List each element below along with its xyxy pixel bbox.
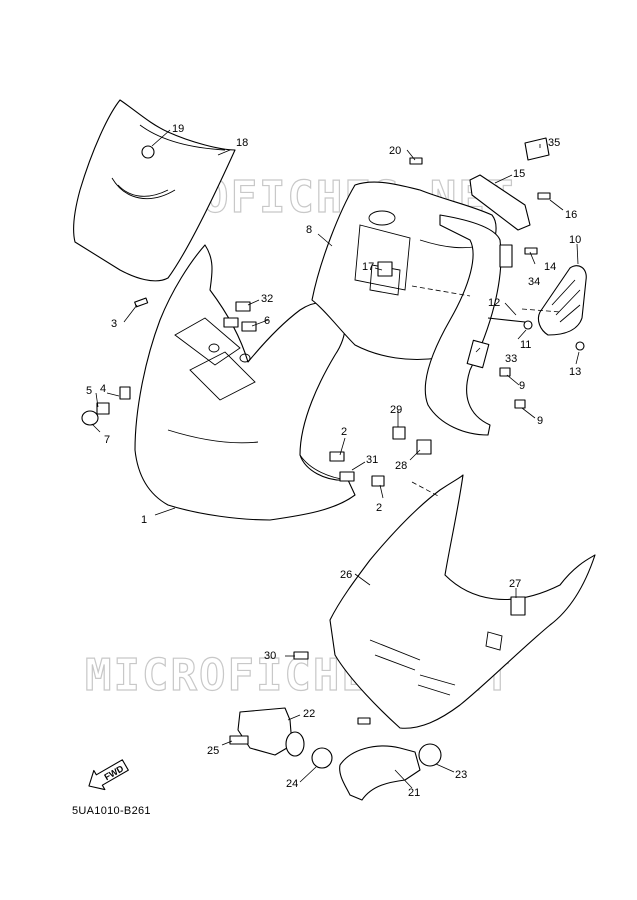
callout-12: 12 (488, 297, 500, 309)
callout-21: 21 (408, 787, 420, 799)
callout-9-lower: 9 (537, 415, 543, 427)
callout-26: 26 (340, 569, 352, 581)
callout-16: 16 (565, 209, 577, 221)
callout-labels: 1 2 2 3 4 5 6 7 8 9 9 10 11 12 13 14 15 … (86, 123, 581, 799)
callout-22: 22 (303, 708, 315, 720)
callout-32: 32 (261, 293, 273, 305)
callout-2-upper: 2 (341, 426, 347, 438)
callout-19: 19 (172, 123, 184, 135)
part-grille (537, 265, 587, 336)
callout-34: 34 (528, 276, 540, 288)
callout-1: 1 (141, 514, 147, 526)
callout-14: 14 (544, 261, 556, 273)
leader-lines (91, 129, 580, 789)
callout-7: 7 (104, 434, 110, 446)
part-small-hardware (81, 157, 585, 745)
part-clamp-23 (418, 743, 442, 767)
part-lower-cover (329, 474, 596, 729)
callout-10: 10 (569, 234, 581, 246)
callout-4: 4 (100, 383, 106, 395)
fwd-arrow-icon: FWD (88, 759, 129, 791)
callout-24: 24 (286, 778, 298, 790)
callout-27: 27 (509, 578, 521, 590)
part-label-35 (524, 137, 550, 161)
part-bracket-15 (469, 174, 531, 231)
callout-2-lower: 2 (376, 502, 382, 514)
callout-20: 20 (389, 145, 401, 157)
callout-30: 30 (264, 650, 276, 662)
callout-6: 6 (264, 315, 270, 327)
callout-23: 23 (455, 769, 467, 781)
callout-5: 5 (86, 385, 92, 397)
callout-9-upper: 9 (519, 380, 525, 392)
callout-28: 28 (395, 460, 407, 472)
callout-35: 35 (548, 137, 560, 149)
callout-25: 25 (207, 745, 219, 757)
callout-11: 11 (520, 339, 531, 351)
callout-3: 3 (111, 318, 117, 330)
part-front-upper-cover (73, 99, 236, 282)
callout-18: 18 (236, 137, 248, 149)
part-inner-frame (424, 214, 502, 436)
part-clamp-24 (311, 747, 333, 769)
part-duct-21 (339, 745, 421, 801)
callout-15: 15 (513, 168, 525, 180)
callout-33: 33 (505, 353, 517, 365)
diagram-code: 5UA1010-B261 (72, 805, 151, 817)
callout-17: 17 (362, 261, 374, 273)
callout-8: 8 (306, 224, 312, 236)
callout-31: 31 (366, 454, 378, 466)
callout-13: 13 (569, 366, 581, 378)
callout-29: 29 (390, 404, 402, 416)
part-joint-22 (237, 707, 305, 757)
